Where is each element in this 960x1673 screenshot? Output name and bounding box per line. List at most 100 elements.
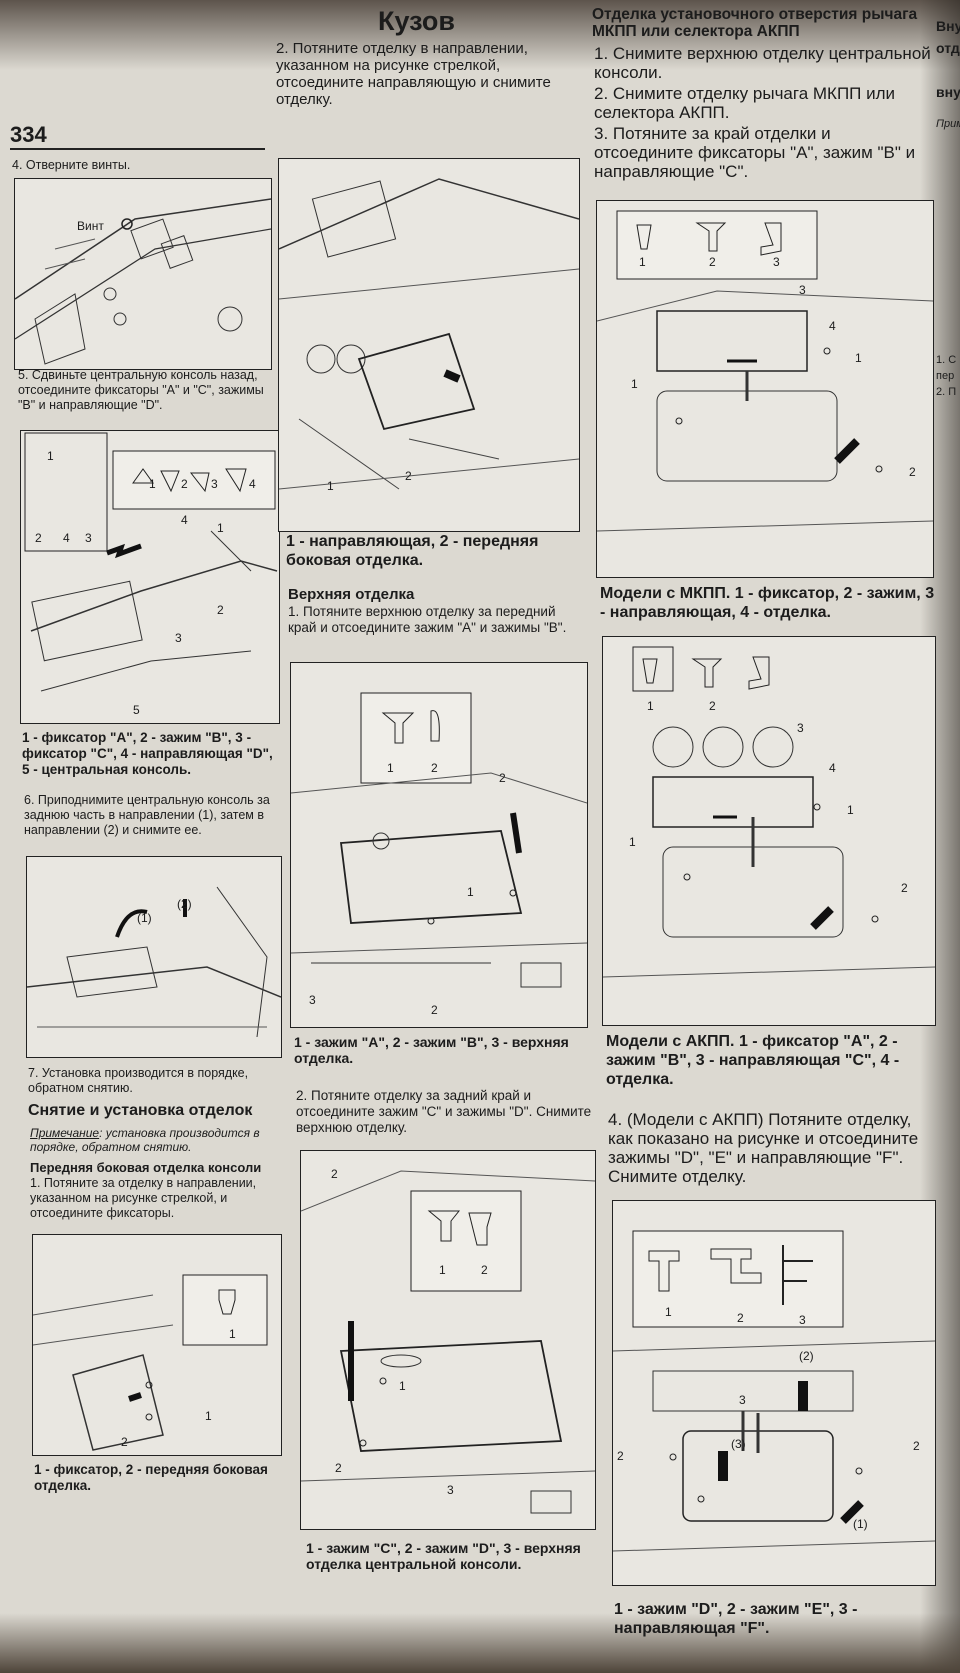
col3-step-1: 1. Снимите верхнюю отделку центральной к… [594, 44, 931, 82]
fig7-callout-2b: 2 [335, 1461, 342, 1475]
fig2-callout-1b: 1 [217, 521, 224, 535]
subsection-upper-trim: Верхняя отделка [288, 586, 415, 603]
fig4-inset-1: 1 [229, 1327, 236, 1341]
figure-manual-trans-trim: 1 2 3 3 4 1 1 2 [596, 200, 934, 578]
fig7-callout-1: 1 [399, 1379, 406, 1393]
fig8-callout-2: 2 [909, 465, 916, 479]
fig6-callout-2b: 2 [431, 1003, 438, 1017]
step-7-text: 7. Установка производится в порядке, обр… [28, 1066, 249, 1095]
fig8-inset-2: 2 [709, 255, 716, 269]
fig9-caption: Модели с АКПП. 1 - фиксатор "A", 2 - заж… [606, 1033, 900, 1088]
fig9-inset-2: 2 [709, 699, 716, 713]
fig2-legend-1: 1 [149, 477, 156, 491]
fig6-inset-1: 1 [387, 761, 394, 775]
fig10-inset-3: 3 [799, 1313, 806, 1327]
fig9-callout-2: 2 [901, 881, 908, 895]
fig10-inset-2: 2 [737, 1311, 744, 1325]
bottom-edge [0, 1613, 960, 1673]
col4-fragment-2: отд [936, 40, 960, 56]
step-4-text: 4. Отверните винты. [12, 158, 131, 172]
top-shadow [0, 0, 960, 70]
subsection-front-side-trim: Передняя боковая отделка консоли [30, 1160, 262, 1175]
col3-step-2: 2. Снимите отделку рычага МКПП или селек… [594, 84, 896, 122]
fig4-caption: 1 - фиксатор, 2 - передняя боковая отдел… [34, 1462, 268, 1493]
fig2-callout-5: 5 [133, 703, 140, 717]
figure-guide-trim-drawing [279, 178, 579, 490]
figure-console-slide-drawing [24, 432, 278, 692]
fig2-callout-2: 2 [35, 531, 42, 545]
fig5-caption: 1 - направляющая, 2 - передняя боковая о… [286, 533, 539, 569]
col3-step-3: 3. Потяните за край отделки и отсоединит… [594, 124, 916, 181]
fig6-inset-2: 2 [431, 761, 438, 775]
fig10-callout-3: 3 [739, 1393, 746, 1407]
fig7-caption: 1 - зажим "C", 2 - зажим "D", 3 - верхня… [306, 1540, 581, 1572]
figure-auto-trans-clips: 1 2 3 (2) 3 (3) 2 2 (1) [612, 1200, 936, 1586]
fig2-legend-3: 3 [211, 477, 218, 491]
fig9-inset-1: 1 [647, 699, 654, 713]
fig2-callout-1: 1 [47, 449, 54, 463]
fig10-callout-2b: 2 [913, 1439, 920, 1453]
screw-label: Винт [77, 219, 104, 233]
fig6-caption: 1 - зажим "A", 2 - зажим "B", 3 - верхня… [294, 1034, 569, 1066]
figure-auto-trans-trim: 1 2 3 4 1 1 2 [602, 636, 936, 1026]
figure-front-side-trim: 1 1 2 [32, 1234, 282, 1456]
fig2-callout-2b: 2 [217, 603, 224, 617]
fig3-direction-2: (2) [177, 897, 192, 911]
fig4-callout-2: 2 [121, 1435, 128, 1449]
col4-fragment-7: 2. П [936, 386, 957, 398]
step-6-text: 6. Приподнимите центральную консоль за з… [24, 793, 270, 837]
figure-guide-trim: 1 2 [278, 158, 580, 532]
col4-fragment-4: Прим [936, 118, 960, 130]
fig10-caption: 1 - зажим "D", 2 - зажим "E", 3 - направ… [614, 1601, 858, 1637]
fig7-callout-2a: 2 [331, 1167, 338, 1181]
fig7-inset-2: 2 [481, 1263, 488, 1277]
fig2-callout-4: 4 [63, 531, 70, 545]
col4-fragment-1: Вну [936, 18, 960, 34]
fig2-callout-3b: 3 [175, 631, 182, 645]
figure-auto-trans-clips-drawing [613, 1230, 935, 1552]
figure-upper-trim-drawing [291, 692, 587, 988]
fig2-legend-2: 2 [181, 477, 188, 491]
fig8-callout-3: 3 [799, 283, 806, 297]
page-number: 334 [10, 122, 47, 147]
fig7-inset-1: 1 [439, 1263, 446, 1277]
fig5-callout-1: 1 [327, 479, 334, 493]
figure-screws-drawing [15, 198, 271, 365]
fig10-callout-2: 2 [617, 1449, 624, 1463]
figure-upper-trim: 1 2 2 1 3 2 [290, 662, 588, 1028]
figure-upper-console-trim: 1 2 2 1 2 3 [300, 1150, 596, 1530]
col4-fragment-3: вну [936, 84, 960, 100]
figure-auto-trans-trim-drawing [603, 646, 935, 978]
col2-sub-step-2: 2. Потяните отделку за задний край и отс… [296, 1088, 592, 1135]
note: Примечание: установка производится в пор… [30, 1126, 282, 1154]
fig8-inset-3: 3 [773, 255, 780, 269]
fig8-inset-1: 1 [639, 255, 646, 269]
fig6-callout-2a: 2 [499, 771, 506, 785]
note-text: : установка производится в порядке, обра… [30, 1126, 260, 1154]
step-5-text: 5. Сдвиньте центральную консоль назад, о… [18, 368, 264, 412]
note-label: Примечание [30, 1126, 100, 1140]
fig9-callout-1b: 1 [629, 835, 636, 849]
figure-upper-console-trim-drawing [301, 1170, 595, 1514]
col2-step-2-text: 2. Потяните отделку в направлении, указа… [276, 40, 551, 108]
running-header: Кузов [378, 6, 455, 36]
col2-sub-step-1: 1. Потяните верхнюю отделку за передний … [288, 604, 567, 635]
header-rule [10, 148, 265, 150]
figure-screws: Винт [14, 178, 272, 370]
fig2-caption: 1 - фиксатор "A", 2 - зажим "B", 3 - фик… [22, 730, 273, 777]
figure-front-side-trim-drawing [33, 1274, 268, 1451]
section-title-trims: Снятие и установка отделок [28, 1102, 253, 1119]
fig10-inset-1: 1 [665, 1305, 672, 1319]
col3-step-4: 4. (Модели с АКПП) Потяните отделку, как… [608, 1110, 919, 1186]
fig2-callout-4b: 4 [181, 513, 188, 527]
fig9-callout-4: 4 [829, 761, 836, 775]
col4-fragment-5: 1. С [936, 354, 957, 366]
figure-console-slide: 1 1 2 3 4 2 4 3 1 2 3 4 5 [20, 430, 280, 724]
fig6-callout-3: 3 [309, 993, 316, 1007]
fig3-direction-1: (1) [137, 911, 152, 925]
col4-fragment-6: пер [936, 370, 955, 382]
fig2-callout-3: 3 [85, 531, 92, 545]
fig8-callout-4: 4 [829, 319, 836, 333]
fig6-callout-1: 1 [467, 885, 474, 899]
